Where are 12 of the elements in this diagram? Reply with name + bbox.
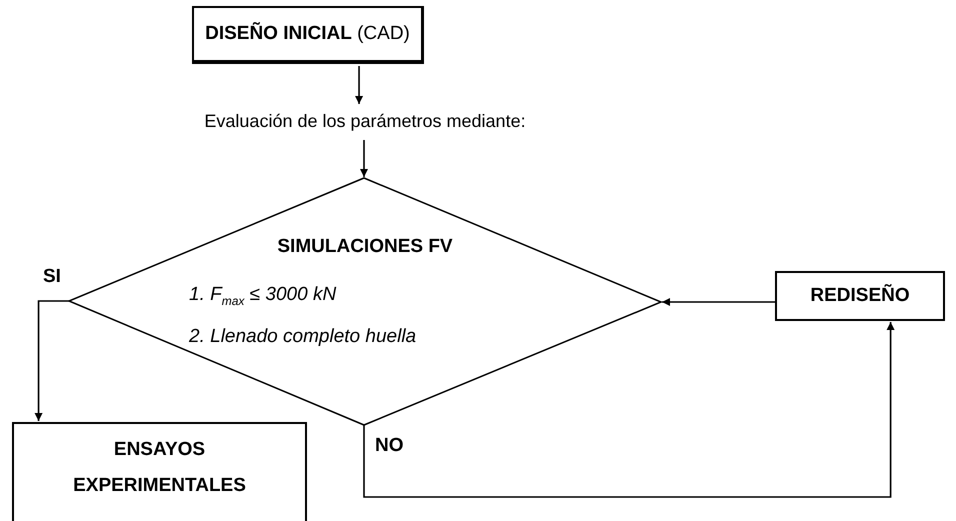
criterion-text: 1. F$_{max}$ ≤ 3000 kN	[189, 284, 336, 308]
process-box: ENSAYOS EXPERIMENTALES	[12, 422, 307, 521]
process-box: DISEÑO INICIAL (CAD)	[192, 6, 424, 64]
process-box: REDISEÑO	[775, 271, 945, 321]
arrow	[34, 300, 69, 421]
arrow	[355, 66, 364, 104]
arrow	[363, 322, 895, 498]
step-text: Evaluación de los parámetros mediante:	[204, 110, 526, 132]
criterion-text: 2. Llenado completo huella	[189, 326, 416, 348]
arrow	[360, 140, 368, 177]
arrow	[662, 298, 775, 306]
decision-title: SIMULACIONES FV	[276, 236, 454, 258]
